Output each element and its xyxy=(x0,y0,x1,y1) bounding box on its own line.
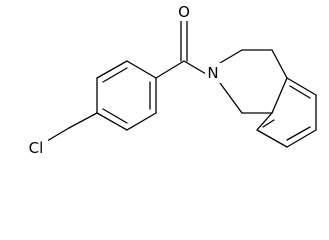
ring-bond xyxy=(126,60,157,79)
piperidine-ring xyxy=(219,49,288,114)
bond-c1-n xyxy=(219,82,243,114)
atom-label-nitrogen-group: N xyxy=(205,63,221,83)
fused-benzene-ring xyxy=(256,77,317,148)
ring-bond xyxy=(286,77,317,96)
molecule-drawing: O N Cl xyxy=(26,3,317,158)
ring-double-bond xyxy=(286,126,311,141)
atom-label-oxygen-group: O xyxy=(176,3,192,21)
ring-bond xyxy=(256,112,273,131)
chloromethyl-group xyxy=(46,112,98,142)
bond-ring-carbonyl xyxy=(155,60,185,79)
ring-bond xyxy=(256,129,288,148)
ring-double-bond xyxy=(102,67,128,83)
bond-ch2-ring xyxy=(68,112,98,129)
bond-cl-ch2 xyxy=(46,127,70,142)
atom-label-oxygen: O xyxy=(178,3,190,21)
bond-n-c3 xyxy=(219,49,243,64)
ring-bond xyxy=(126,112,157,131)
ring-double-bond xyxy=(289,85,311,99)
structure-canvas: O N Cl xyxy=(26,3,317,158)
atom-label-nitrogen: N xyxy=(207,64,218,82)
atom-label-chlorine: Cl xyxy=(29,139,44,157)
bond-carbonyl-n xyxy=(183,60,207,75)
ring-bond xyxy=(286,129,317,148)
bond-c4a-c8a xyxy=(271,77,288,114)
benzene-ring xyxy=(96,60,157,131)
ring-bond xyxy=(96,112,128,131)
ring-double-bond xyxy=(262,119,275,128)
bond-c4-c4a xyxy=(271,49,288,79)
atom-label-chlorine-group: Cl xyxy=(26,138,48,158)
ring-double-bond xyxy=(102,108,128,124)
carbonyl-group xyxy=(155,19,207,79)
ring-bond xyxy=(96,60,128,79)
